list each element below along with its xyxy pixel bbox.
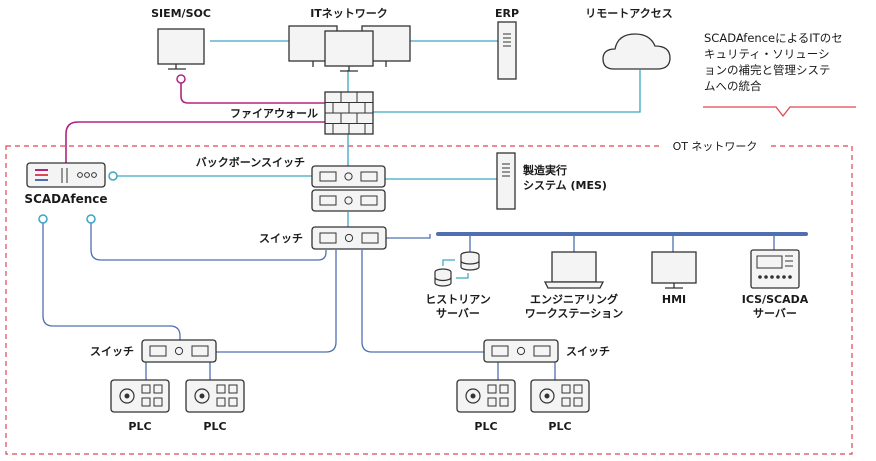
callout-box: SCADAfenceによるITのセ キュリティ・ソリューシ ョンの補完と管理シス… — [703, 31, 856, 118]
svg-text:ムへの統合: ムへの統合 — [704, 79, 762, 93]
plc-label: PLC — [548, 420, 571, 433]
backbone-switch-label: バックボーンスイッチ — [196, 155, 305, 169]
left-switch-icon — [141, 339, 217, 363]
right-switch-label: スイッチ — [566, 345, 610, 358]
firewall-label: ファイアウォール — [230, 107, 318, 120]
historian-server-icon — [434, 251, 480, 287]
it-network-label: ITネットワーク — [310, 7, 388, 20]
mes-server-icon — [496, 152, 516, 210]
left-switch-label: スイッチ — [90, 345, 134, 358]
plc-icon — [530, 379, 590, 413]
remote-access-label: リモートアクセス — [585, 7, 672, 20]
hmi-label: HMI — [662, 293, 686, 306]
ics-scada-label-line2: サーバー — [753, 307, 797, 320]
hmi-monitor-icon — [651, 251, 697, 289]
right-switch-icon — [483, 339, 559, 363]
ics-scada-label-line1: ICS/SCADA — [742, 293, 809, 306]
siem-soc-monitor-icon — [157, 28, 205, 70]
historian-label-line1: ヒストリアン — [425, 293, 491, 306]
cloud-icon — [602, 33, 671, 70]
ot-network-boundary — [5, 145, 853, 455]
engineering-label-line2: ワークステーション — [525, 307, 623, 320]
plc-icon — [456, 379, 516, 413]
plc-icon — [110, 379, 170, 413]
firewall-icon — [324, 91, 374, 135]
mes-label-line1: 製造実行 — [522, 163, 567, 177]
svg-text:キュリティ・ソリューシ: キュリティ・ソリューシ — [704, 47, 830, 61]
erp-label: ERP — [495, 7, 519, 20]
center-switch-icon — [311, 226, 387, 250]
ot-network-label: OT ネットワーク — [673, 140, 758, 153]
scadafence-label: SCADAfence — [24, 192, 107, 206]
plc-icon — [185, 379, 245, 413]
plc-label: PLC — [203, 420, 226, 433]
siem-soc-label: SIEM/SOC — [151, 7, 211, 20]
scadafence-appliance-icon — [26, 162, 106, 188]
plc-label: PLC — [128, 420, 151, 433]
plc-label: PLC — [474, 420, 497, 433]
svg-text:ョンの補完と管理システ: ョンの補完と管理システ — [704, 63, 831, 77]
center-switch-label: スイッチ — [259, 232, 303, 245]
mes-label-line2: システム (MES) — [523, 179, 607, 192]
it-network-monitors-icon — [288, 25, 411, 72]
svg-text:SCADAfenceによるITのセ: SCADAfenceによるITのセ — [704, 31, 843, 45]
laptop-icon — [543, 251, 605, 289]
backbone-switch-icon — [311, 165, 386, 212]
erp-server-icon — [497, 21, 517, 80]
historian-label-line2: サーバー — [436, 307, 480, 320]
engineering-label-line1: エンジニアリング — [530, 292, 618, 306]
ics-scada-server-icon — [750, 249, 800, 289]
